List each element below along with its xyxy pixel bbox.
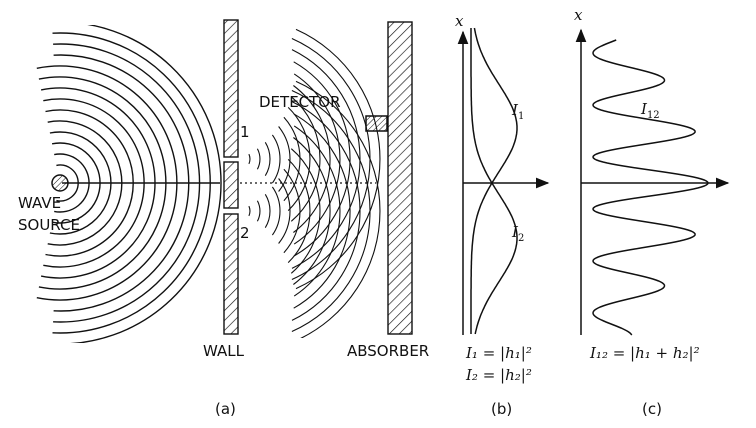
equation-i2: I₂ = |h₂|² (466, 366, 532, 384)
hole-1-wavefront (293, 73, 341, 245)
source-wavefront (68, 25, 222, 343)
hole-1-wavefront (256, 148, 261, 170)
hole-1-wavefront (290, 96, 321, 222)
hole-1-wavefront (283, 116, 301, 202)
hole-1-wavefront (295, 28, 381, 290)
hole-2-wavefront (293, 137, 331, 285)
wall-label: WALL (203, 342, 244, 360)
hole-1-wavefront (293, 61, 351, 257)
hole-2-wavefront (287, 159, 311, 263)
hole-1-wavefront (271, 134, 281, 184)
hole-2-wavefront (295, 80, 381, 338)
wave-source-icon (51, 174, 69, 192)
panel-b-axis-label: x (455, 12, 464, 30)
hole-2-wavefront (248, 205, 251, 217)
hole-2-wavefront (291, 101, 361, 321)
hole-1-wavefront (287, 107, 311, 211)
caption-a: (a) (215, 400, 236, 418)
absorber-plate (387, 21, 413, 335)
curve-i2 (470, 28, 518, 335)
wave-source-label-line2: SOURCE (18, 216, 80, 234)
panel-c-axis-label: x (574, 6, 583, 24)
wall-middle-segment (223, 161, 239, 209)
hole-2-wavefront (271, 186, 281, 236)
hole-1-wavefront (291, 37, 371, 281)
hole-2-wavefront (283, 168, 301, 254)
hole-1-wavefront (264, 142, 271, 176)
caption-b: (b) (491, 400, 513, 418)
equation-i12: I₁₂ = |h₁ + h₂|² (590, 344, 700, 362)
hole-2-label: 2 (240, 224, 250, 242)
curve-i1 (470, 27, 518, 334)
curve-i2-label: I2 (512, 223, 525, 244)
curve-i12 (592, 39, 709, 336)
hole-2-wavefront (291, 89, 371, 333)
curve-i1-label: I1 (512, 101, 525, 122)
curve-i12-label: I12 (641, 100, 660, 121)
wall-lower-segment (223, 213, 239, 335)
hole-1-label: 1 (240, 123, 250, 141)
hole-1-wavefront (248, 153, 251, 165)
hole-2-wavefront (293, 113, 351, 309)
detector-icon (365, 115, 388, 132)
detector-label: DETECTOR (259, 93, 341, 111)
diffracted-wavefronts (248, 28, 381, 338)
absorber-label: ABSORBER (347, 342, 430, 360)
hole-2-wavefront (256, 200, 261, 222)
wave-source-label-line1: WAVE (18, 194, 62, 212)
wall-upper-segment (223, 19, 239, 158)
hole-2-wavefront (290, 148, 321, 274)
caption-c: (c) (642, 400, 662, 418)
equation-i1: I₁ = |h₁|² (466, 344, 532, 362)
hole-2-wavefront (264, 194, 271, 228)
hole-2-wavefront (293, 125, 341, 297)
hole-2-wavefront (278, 178, 291, 244)
